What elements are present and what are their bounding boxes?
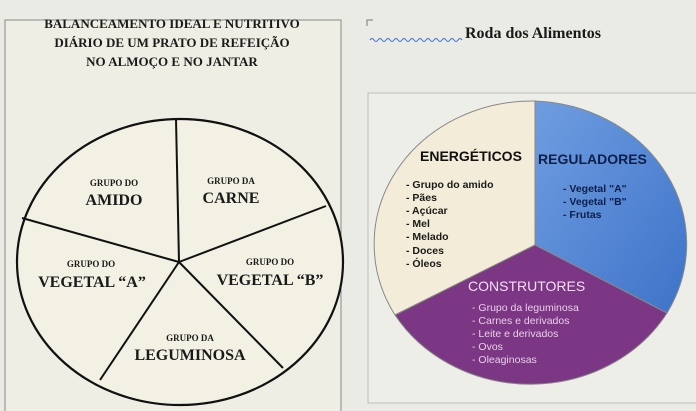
leguminosa-small: GRUPO DA	[166, 333, 214, 343]
wedge-construtores	[394, 244, 668, 385]
vegetal-a-big: VEGETAL “A”	[38, 274, 146, 291]
leguminosa-big: LEGUMINOSA	[134, 347, 246, 364]
list-item: - Vegetal "B"	[563, 196, 627, 208]
vegetal-b-big: VEGETAL “B”	[217, 272, 324, 289]
construtores-label: CONSTRUTORES	[468, 278, 585, 294]
corner-mark	[366, 19, 373, 26]
list-item: - Frutas	[563, 209, 602, 221]
title-line-3: NO ALMOÇO E NO JANTAR	[86, 54, 258, 69]
list-item: - Açúcar	[406, 205, 448, 217]
list-item: - Grupo da leguminosa	[472, 302, 579, 314]
title-line-1: BALANCEAMENTO IDEAL E NUTRITIVO	[44, 16, 300, 31]
list-item: - Leite e derivados	[472, 328, 558, 340]
list-item: - Grupo do amido	[406, 179, 494, 191]
list-item: - Carnes e derivados	[472, 315, 569, 327]
vegetal-b-small: GRUPO DO	[246, 257, 294, 267]
list-item: - Óleos	[406, 257, 442, 270]
amido-big: AMIDO	[86, 192, 143, 209]
energeticos-items: - Grupo do amido - Pães - Açúcar - Mel -…	[406, 179, 494, 270]
title-line-2: DIÁRIO DE UM PRATO DE REFEIÇÃO	[54, 35, 289, 50]
list-item: - Oleaginosas	[472, 354, 537, 366]
plate-dividers	[21, 118, 327, 381]
energeticos-label: ENERGÉTICOS	[420, 148, 522, 164]
carne-big: CARNE	[203, 190, 260, 207]
roda-diagram: Roda dos Alimentos ENERGÉTICOS - Grupo d…	[366, 19, 696, 404]
reguladores-items: - Vegetal "A" - Vegetal "B" - Frutas	[563, 183, 627, 221]
list-item: - Mel	[406, 218, 430, 230]
wedge-energeticos	[373, 100, 536, 316]
list-item: - Pães	[406, 192, 437, 204]
vegetal-a-small: GRUPO DO	[67, 259, 115, 269]
list-item: - Doces	[406, 245, 444, 257]
roda-title: Roda dos Alimentos	[465, 25, 601, 42]
list-item: - Melado	[406, 231, 449, 243]
amido-small: GRUPO DO	[90, 178, 138, 188]
wedge-reguladores	[534, 100, 688, 314]
spellcheck-underline	[369, 38, 463, 42]
list-item: - Vegetal "A"	[563, 183, 627, 195]
reguladores-label: REGULADORES	[538, 151, 647, 167]
prato-diagram: BALANCEAMENTO IDEAL E NUTRITIVO DIÁRIO D…	[4, 16, 345, 411]
carne-small: GRUPO DA	[207, 176, 255, 186]
construtores-items: - Grupo da leguminosa - Carnes e derivad…	[472, 302, 579, 366]
list-item: - Ovos	[472, 341, 503, 353]
